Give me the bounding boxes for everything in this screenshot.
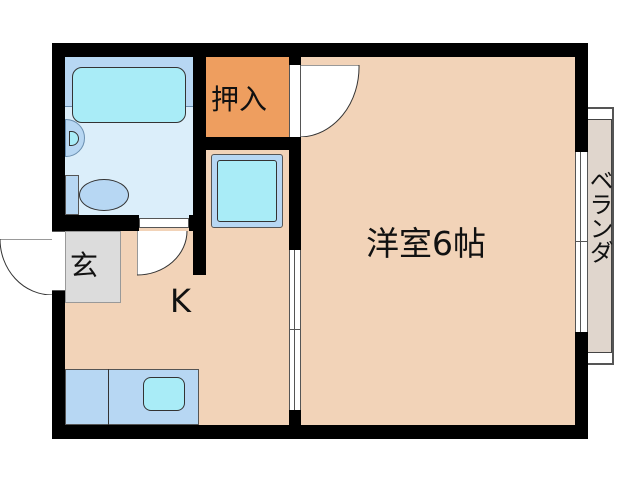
wall-bath-right [193,43,206,275]
bathtub [72,67,186,123]
wall-middle-lower [289,410,301,439]
sliding-door-panel-line [294,250,295,410]
bath-door-opening [139,218,189,228]
bath-door-swing-icon [137,231,188,276]
closet [206,57,289,137]
sliding-door-joint [289,329,301,330]
wall-middle [289,137,301,250]
kitchen-sink [143,377,185,411]
sliding-door[interactable] [289,250,301,410]
wall-middle-upper [289,43,301,65]
outer-wall-bottom [52,425,588,439]
western-room [301,57,575,425]
counter-divider [108,369,109,425]
kitchen-label: K [170,282,191,320]
outer-wall-top [52,43,588,57]
sink-basin [69,131,79,146]
western-room-label: 洋室6帖 [366,224,486,263]
toilet-tank [65,175,79,215]
entrance [65,231,121,303]
toilet-bowl [79,179,129,211]
balcony-label: ベランダ [585,168,613,264]
closet-door-swing-icon [301,65,360,137]
washing-machine-inner [217,160,277,222]
wall-bath-bottom-right [189,215,206,231]
entrance-label: 玄 [70,249,99,282]
balcony-window-panel-line [580,152,581,332]
balcony-window-joint [575,241,588,242]
closet-label: 押入 [211,83,268,116]
wall-closet-bottom [193,137,301,150]
balcony-window[interactable] [575,152,588,332]
entrance-door-swing-icon [0,239,52,295]
wall-left-entrance-top [52,215,65,231]
closet-door-opening [289,65,301,137]
entrance-door-opening[interactable] [52,231,65,291]
wall-bath-bottom [52,215,139,231]
